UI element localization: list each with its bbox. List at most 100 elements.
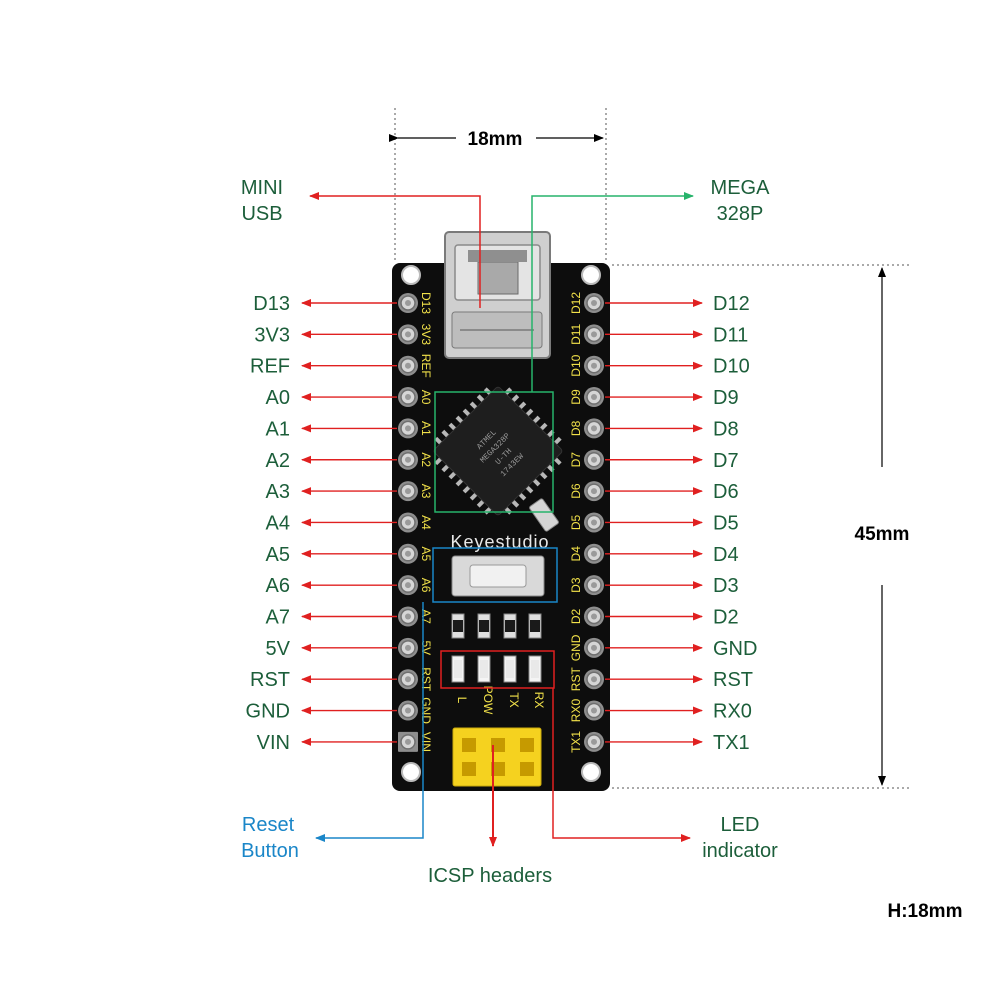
left-pin-label: A1	[266, 418, 290, 440]
led-label-l: L	[455, 697, 469, 704]
silkscreen-pin-label: D10	[569, 354, 583, 376]
header-pin	[398, 324, 418, 345]
right-pin-label: D5	[713, 512, 739, 534]
right-pin-label: D7	[713, 450, 739, 472]
header-pin	[584, 481, 604, 502]
left-pin-label: VIN	[257, 732, 290, 754]
left-pin-label: REF	[250, 356, 290, 378]
header-pin	[584, 731, 604, 752]
reset-label-line1: Reset	[242, 814, 295, 836]
right-pin-label: TX1	[713, 732, 750, 754]
header-pin	[584, 606, 604, 627]
led-label-line1: LED	[721, 814, 760, 836]
mega-label-line1: MEGA	[711, 177, 771, 199]
right-pin-label: D4	[713, 544, 739, 566]
led	[451, 655, 465, 683]
silkscreen-pin-label: D9	[569, 389, 583, 405]
silkscreen-pin-label: A0	[419, 390, 433, 405]
left-header-pins	[398, 293, 418, 752]
header-pin	[398, 387, 418, 408]
right-pin-label: D2	[713, 607, 739, 629]
silkscreen-pin-label: A1	[419, 421, 433, 436]
left-pin-label: RST	[250, 669, 290, 691]
silkscreen-pin-label: D3	[569, 577, 583, 593]
chip-lead	[448, 471, 457, 480]
header-pin	[584, 637, 604, 658]
silkscreen-pin-label: A7	[419, 609, 433, 624]
left-pin-label: A0	[266, 387, 290, 409]
led-highlight-box	[440, 650, 555, 689]
header-pin	[398, 731, 418, 752]
chip-lead	[518, 492, 527, 501]
reset-label-line2: Button	[241, 840, 299, 862]
led-label-rx: RX	[532, 692, 546, 709]
left-pin-label: A3	[266, 481, 290, 503]
right-pin-label: D9	[713, 387, 739, 409]
mounting-hole	[401, 265, 421, 285]
chip-lead	[469, 401, 478, 410]
mini-usb-label-line2: USB	[241, 203, 282, 225]
resistor	[503, 613, 517, 639]
right-pin-label: D10	[713, 356, 750, 378]
left-pin-label: A7	[266, 607, 290, 629]
silkscreen-pin-label: D5	[569, 514, 583, 530]
header-pin	[584, 543, 604, 564]
silkscreen-pin-label: 5V	[419, 641, 433, 656]
header-pin	[584, 387, 604, 408]
chip-lead	[434, 457, 443, 466]
chip-lead	[483, 387, 492, 396]
resistor-row	[451, 613, 542, 639]
led-arrow	[552, 688, 691, 842]
mounting-hole	[581, 762, 601, 782]
height-label: 45mm	[855, 524, 910, 545]
led	[503, 655, 517, 683]
header-pin	[584, 293, 604, 313]
right-pin-label: RST	[713, 669, 753, 691]
icsp-headers	[452, 727, 542, 787]
mounting-hole	[581, 265, 601, 285]
resistor	[451, 613, 465, 639]
resistor	[528, 613, 542, 639]
mcu-highlight-box	[434, 391, 554, 513]
chip-lead	[553, 436, 562, 445]
chip-lead	[525, 408, 534, 417]
height-dimension: 45mm	[612, 264, 912, 789]
chip-lead	[476, 394, 485, 403]
silkscreen-pin-label: TX1	[569, 731, 583, 753]
brand-silkscreen: Keyestudio	[450, 532, 549, 552]
chip-lead	[441, 464, 450, 473]
chip-lead	[539, 471, 548, 480]
reset-highlight-box	[432, 547, 558, 603]
mega328p-chip: ATMEL MEGA328P U-TH 1743EW	[433, 386, 563, 516]
chip-lead	[539, 422, 548, 431]
mini-usb-label-line1: MINI	[241, 177, 283, 199]
led	[528, 655, 542, 683]
chip-lead	[448, 422, 457, 431]
led	[477, 655, 491, 683]
right-pin-label: D6	[713, 481, 739, 503]
header-pin	[584, 324, 604, 345]
header-pin	[398, 293, 418, 313]
silkscreen-pin-label: A3	[419, 484, 433, 499]
silkscreen-pin-label: D11	[569, 323, 583, 344]
led-label-tx: TX	[507, 692, 521, 707]
chip-lead	[504, 387, 513, 396]
chip-lead	[525, 485, 534, 494]
mini-usb-arrow	[309, 192, 481, 308]
silkscreen-pin-label: D7	[569, 452, 583, 468]
silkscreen-pin-label: A6	[419, 578, 433, 593]
reset-button[interactable]	[451, 555, 545, 597]
left-pin-label: A5	[266, 544, 290, 566]
chip-lead	[434, 436, 443, 445]
header-pin	[584, 575, 604, 596]
led-label-line2: indicator	[702, 840, 778, 862]
right-pin-label: D3	[713, 575, 739, 597]
header-pin	[398, 543, 418, 564]
header-pin	[398, 606, 418, 627]
header-pin	[398, 637, 418, 658]
width-dimension: 18mm	[389, 108, 607, 262]
